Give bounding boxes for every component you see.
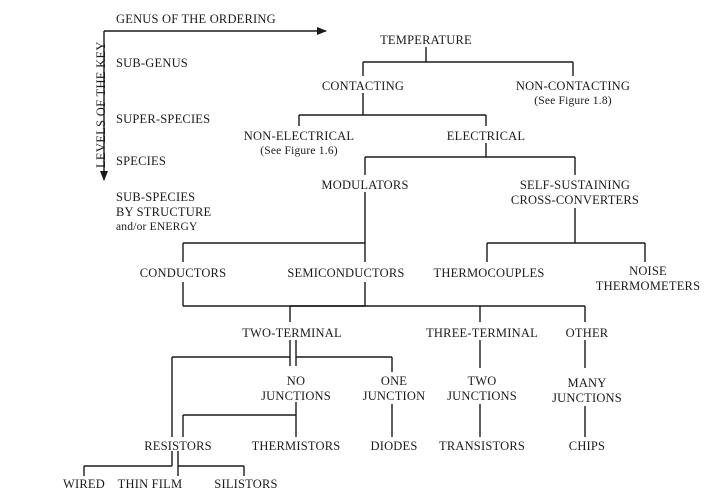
node-self-sustaining: SELF-SUSTAINING <box>519 178 631 192</box>
node-no: NO <box>286 374 306 388</box>
node-two: TWO <box>467 374 497 388</box>
sub-species-structure-label: BY STRUCTURE <box>116 205 212 219</box>
node-resistors: RESISTORS <box>144 439 212 453</box>
genus-of-ordering-label: GENUS OF THE ORDERING <box>116 12 276 26</box>
node-non-electrical: NON-ELECTRICAL <box>243 129 355 143</box>
node-many: MANY <box>567 376 607 390</box>
node-two-terminal: TWO-TERMINAL <box>242 326 342 340</box>
node-noise: NOISE <box>629 264 667 278</box>
node-cross-converters: CROSS-CONVERTERS <box>510 193 640 207</box>
node-thermocouples: THERMOCOUPLES <box>433 266 545 280</box>
node-thermometers: THERMOMETERS <box>595 279 701 293</box>
node-silistors: SILISTORS <box>214 477 278 491</box>
sub-genus-label: SUB-GENUS <box>116 56 188 70</box>
node-transistors: TRANSISTORS <box>438 439 526 453</box>
node-non-contacting: NON-CONTACTING <box>515 79 631 93</box>
node-many-junctions: JUNCTIONS <box>552 391 622 405</box>
node-other: OTHER <box>565 326 609 340</box>
node-non-contacting-ref: (See Figure 1.8) <box>534 95 612 107</box>
node-wired: WIRED <box>63 477 105 491</box>
species-label: SPECIES <box>116 154 167 168</box>
node-one: ONE <box>380 374 408 388</box>
node-contacting: CONTACTING <box>321 79 405 93</box>
node-two-junctions: JUNCTIONS <box>447 389 517 403</box>
node-thin-film: THIN FILM <box>117 477 183 491</box>
node-modulators: MODULATORS <box>321 178 409 192</box>
node-diodes: DIODES <box>370 439 418 453</box>
levels-of-key-label: LEVELS OF THE KEY <box>94 41 108 168</box>
node-three-terminal: THREE-TERMINAL <box>426 326 538 340</box>
node-non-electrical-ref: (See Figure 1.6) <box>260 145 338 157</box>
node-one-junction: JUNCTION <box>362 389 426 403</box>
node-temperature: TEMPERATURE <box>380 33 472 47</box>
node-thermistors: THERMISTORS <box>251 439 341 453</box>
sub-species-energy-label: and/or ENERGY <box>116 221 198 233</box>
super-species-label: SUPER-SPECIES <box>116 112 211 126</box>
node-conductors: CONDUCTORS <box>139 266 227 280</box>
node-electrical: ELECTRICAL <box>446 129 526 143</box>
node-no-junctions: JUNCTIONS <box>261 389 331 403</box>
node-semiconductors: SEMICONDUCTORS <box>287 266 405 280</box>
node-chips: CHIPS <box>568 439 606 453</box>
sub-species-label: SUB-SPECIES <box>116 190 196 204</box>
